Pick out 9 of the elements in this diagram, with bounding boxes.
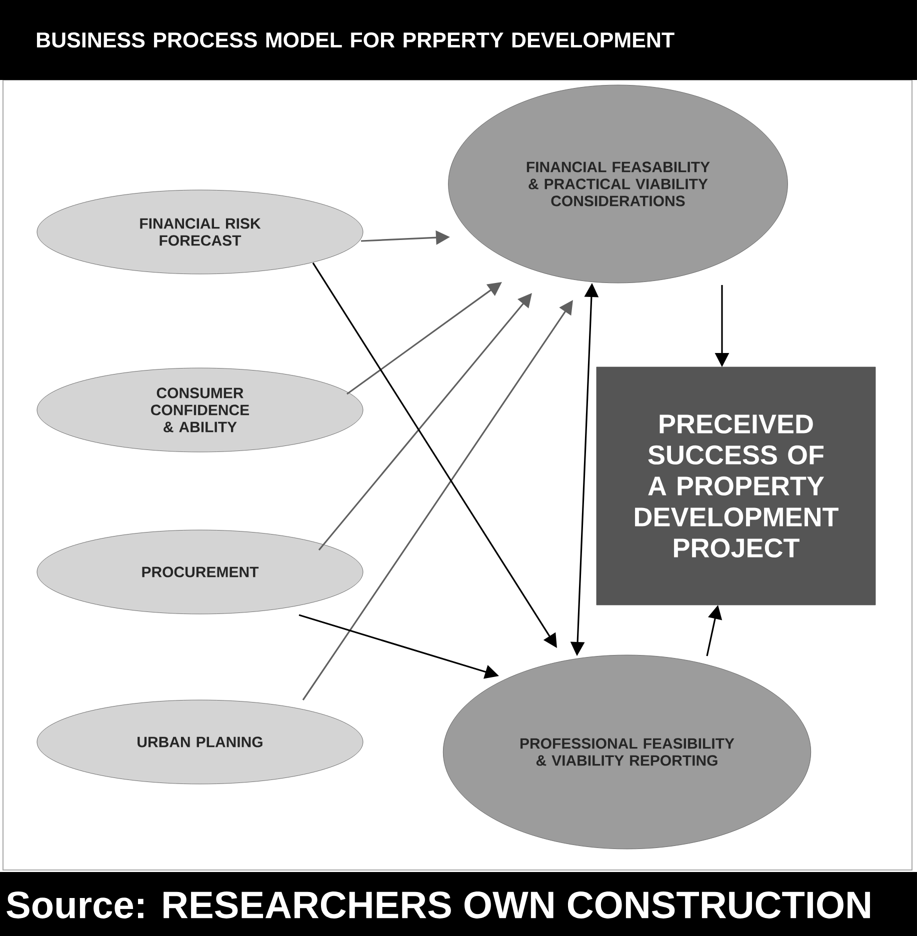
caption-banner: Source: RESEARCHERS OWN CONSTRUCTION	[0, 872, 917, 936]
outcome-box: PRECEIVED SUCCESS OF A PROPERTY DEVELOPMENT PROJECT	[596, 366, 876, 606]
title-banner: BUSINESS PROCESS MODEL FOR PRPERTY DEVELOPMENT	[0, 0, 917, 80]
ellipse-node: CONSUMER CONFIDENCE & ABILITY	[36, 368, 364, 452]
ellipse-node: URBAN PLANING	[36, 700, 364, 784]
ellipse-node: PROFESSIONAL FEASIBILITY & VIABILITY REPORTING	[442, 654, 812, 850]
ellipse-node: FINANCIAL RISK FORECAST	[36, 190, 364, 274]
ellipse-node: PROCUREMENT	[36, 530, 364, 614]
ellipse-node: FINANCIAL FEASABILITY & PRACTICAL VIABILITY CONSIDERATIONS	[448, 84, 788, 284]
